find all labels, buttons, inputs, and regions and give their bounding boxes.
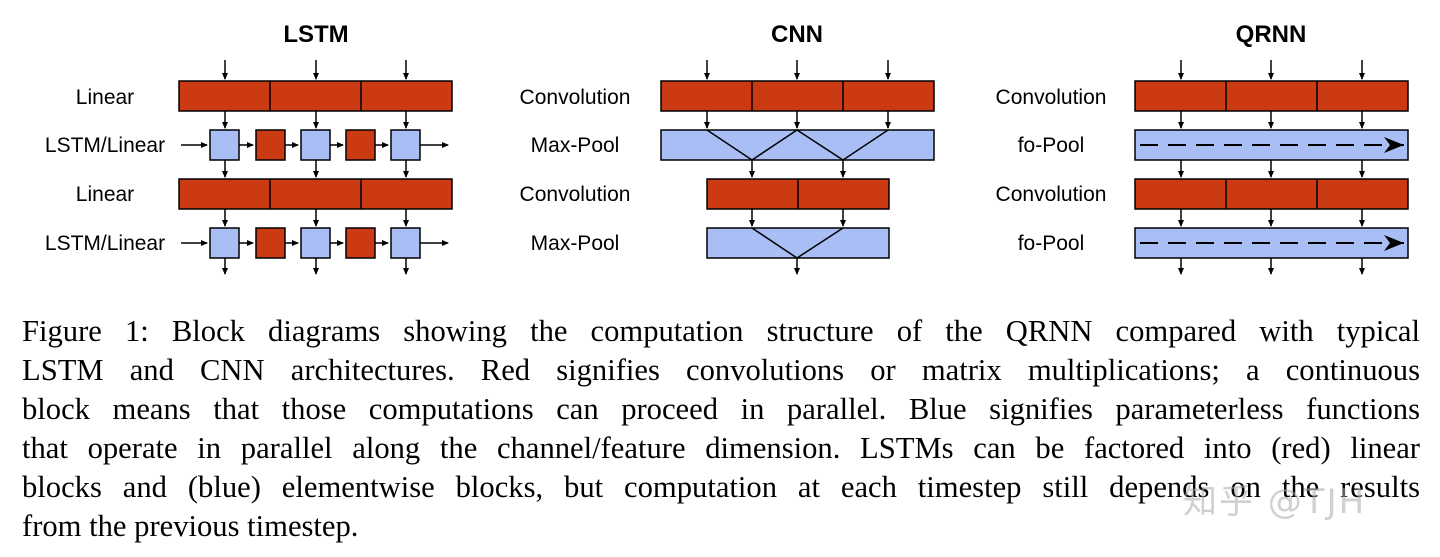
cnn-row-label-1: Convolution: [520, 86, 631, 109]
lstm-cell-blue: [300, 129, 331, 161]
figure-caption: Figure 1: Block diagrams showing the com…: [22, 312, 1420, 546]
lstm-linear-block-1: [178, 80, 453, 112]
qrnn-row-label-3: Convolution: [996, 183, 1107, 206]
panel-title-cnn: CNN: [771, 21, 823, 48]
qrnn-conv-block-2: [1134, 178, 1409, 210]
lstm-cell-blue: [300, 227, 331, 259]
lstm-row-label-4: LSTM/Linear: [45, 232, 165, 255]
lstm-cell-red: [345, 227, 376, 259]
lstm-cell-blue: [209, 129, 240, 161]
qrnn-row-label-4: fo-Pool: [1018, 232, 1085, 255]
lstm-row-label-2: LSTM/Linear: [45, 134, 165, 157]
caption-line: block means that those computations can …: [22, 392, 1420, 426]
cnn-conv-block-1: [660, 80, 935, 112]
lstm-row-label-1: Linear: [76, 86, 134, 109]
cnn-maxpool-block-1: [660, 129, 935, 161]
lstm-cell-red: [255, 129, 286, 161]
lstm-cell-blue: [390, 227, 421, 259]
lstm-cell-blue: [209, 227, 240, 259]
lstm-panel: [178, 60, 453, 275]
cnn-row-label-4: Max-Pool: [531, 232, 620, 255]
figure-diagram: LSTM CNN QRNN Linear LSTM/Linear Linear …: [45, 21, 1409, 275]
qrnn-panel: [1134, 60, 1409, 275]
cnn-row-label-2: Max-Pool: [531, 134, 620, 157]
caption-line: LSTM and CNN architectures. Red signifie…: [22, 353, 1420, 387]
lstm-cell-blue: [390, 129, 421, 161]
cnn-row-label-3: Convolution: [520, 183, 631, 206]
qrnn-conv-block-1: [1134, 80, 1409, 112]
caption-line: from the previous timestep.: [22, 509, 359, 543]
lstm-linear-block-2: [178, 178, 453, 210]
lstm-cell-red: [255, 227, 286, 259]
cnn-maxpool-block-2: [706, 227, 890, 259]
panel-title-qrnn: QRNN: [1236, 21, 1307, 48]
caption-line: Figure 1: Block diagrams showing the com…: [22, 314, 1420, 348]
caption-line: that operate in parallel along the chann…: [22, 431, 1420, 465]
caption-line: blocks and (blue) elementwise blocks, bu…: [22, 470, 1420, 504]
qrnn-row-label-1: Convolution: [996, 86, 1107, 109]
panel-title-lstm: LSTM: [283, 21, 348, 48]
lstm-cell-red: [345, 129, 376, 161]
watermark: 知乎 @TJH: [1183, 482, 1367, 522]
cnn-panel: [660, 60, 935, 275]
lstm-row-label-3: Linear: [76, 183, 134, 206]
qrnn-row-label-2: fo-Pool: [1018, 134, 1085, 157]
